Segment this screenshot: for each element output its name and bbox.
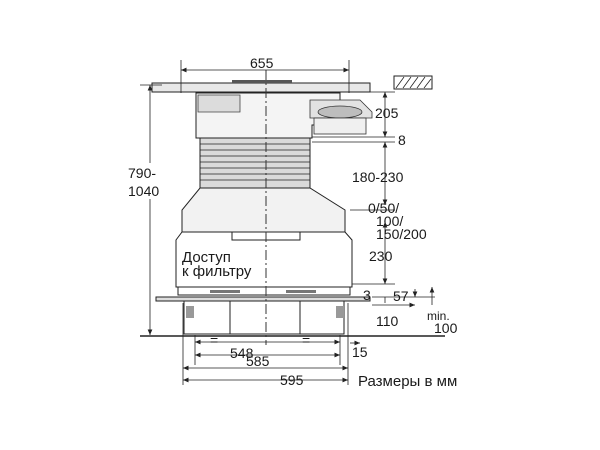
telescopic-bellows [199, 137, 311, 189]
dim-57: 57 [393, 288, 409, 304]
dim-min-100: 100 [434, 320, 458, 336]
dim-3: 3 [363, 287, 371, 303]
dim-548: 548 [230, 345, 254, 361]
dim-min-label: min. [427, 309, 450, 323]
dim-top-width: 655 [180, 55, 350, 93]
dim-total-height: 790- 1040 [126, 84, 166, 335]
dim-790-1040-line1: 790- [128, 165, 156, 181]
dim-8: 8 [398, 132, 406, 148]
equal-right: = [302, 332, 310, 348]
filter-access-label-line1: Доступ [182, 249, 231, 266]
hood-lower-body [175, 187, 353, 288]
dim-180-230: 180-230 [352, 169, 404, 185]
worktop-section-hatch [393, 75, 433, 90]
hood-motor-housing [195, 92, 373, 139]
filter-access-label-line2: к фильтру [182, 263, 252, 280]
dim-0-50: 0/50/ [368, 200, 399, 216]
dim-595: 595 [280, 372, 304, 388]
dim-110: 110 [376, 313, 399, 329]
dim-790-1040-line2: 1040 [128, 183, 159, 199]
dim-230: 230 [369, 248, 393, 264]
filter-access-area: Доступ к фильтру [182, 249, 252, 280]
dim-205: 205 [375, 105, 399, 121]
hood-base-plinth [155, 286, 371, 335]
dim-150-200: 150/200 [376, 226, 427, 242]
cooktop-panel [151, 80, 371, 93]
equal-left: = [210, 332, 218, 348]
units-note: Размеры в мм [358, 373, 457, 390]
dim-655: 655 [250, 55, 274, 71]
dim-585: 585 [246, 353, 270, 369]
dim-15: 15 [352, 344, 368, 360]
dim-bottom-widths: = = 548 15 585 595 [182, 303, 368, 388]
dim-right-chain: 205 8 180-230 0/50/ 100/ 150/200 230 3 5… [312, 91, 458, 336]
